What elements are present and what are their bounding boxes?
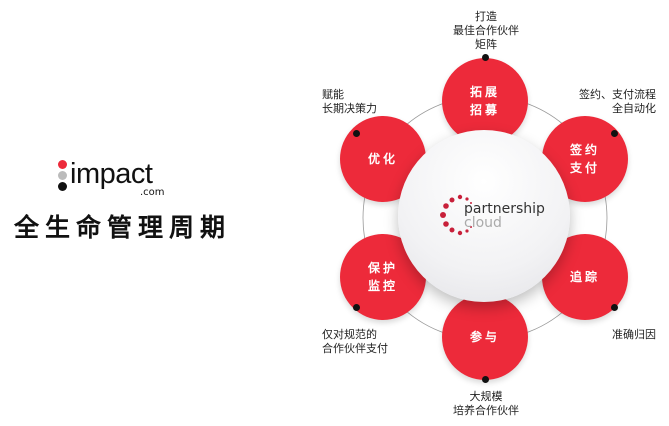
- note-contract: 签约、支付流程 全自动化: [579, 88, 656, 115]
- logo-suffix: .com: [140, 187, 165, 198]
- marker-dot: [482, 54, 489, 61]
- logo-dot-grey: [58, 171, 67, 180]
- page-title: 全生命管理周期: [14, 213, 232, 242]
- logo-dot-black: [58, 182, 67, 191]
- note-engage: 大规模 培养合作伙伴: [453, 390, 519, 417]
- cloud-title-2: cloud: [464, 215, 502, 231]
- cloud-title-1: partnership: [464, 201, 545, 217]
- stage-recruit: 拓展 招募: [442, 58, 528, 144]
- marker-dot: [611, 304, 618, 311]
- logo-text: impact: [70, 158, 153, 190]
- stage-engage: 参与: [442, 294, 528, 380]
- partnership-cloud-hub: partnership cloud: [398, 130, 570, 302]
- note-track: 准确归因: [612, 328, 656, 341]
- logo-dot-red: [58, 160, 67, 169]
- marker-dot: [611, 130, 618, 137]
- cloud-logo-icon: [440, 194, 472, 236]
- marker-dot: [353, 304, 360, 311]
- marker-dot: [482, 376, 489, 383]
- note-recruit: 打造 最佳合作伙伴 矩阵: [453, 10, 519, 51]
- note-optimize: 赋能 长期决策力: [322, 88, 377, 115]
- marker-dot: [353, 130, 360, 137]
- note-protect: 仅对规范的 合作伙伴支付: [322, 328, 388, 355]
